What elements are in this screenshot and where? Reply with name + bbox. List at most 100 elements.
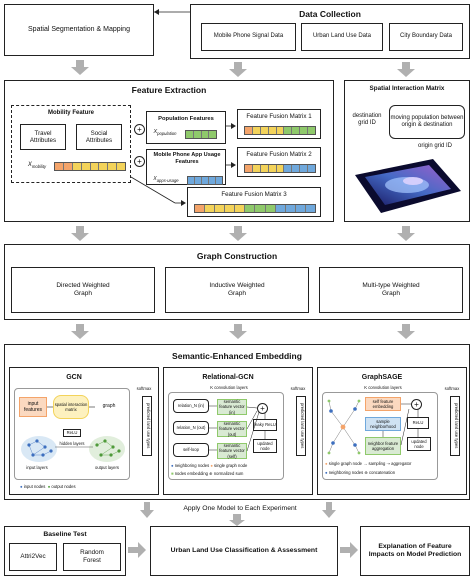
rgcn-legend-1: ● neighboring nodes ● single graph node (171, 463, 248, 468)
fusion-3-vector (194, 204, 316, 213)
inductive-graph-box: Inductive Weighted Graph (165, 267, 309, 313)
destination-label: destination grid ID (352, 113, 382, 127)
gcn-pred: predicted land use types (142, 396, 152, 456)
data-item-landuse: Urban Land Use Data (301, 23, 383, 51)
semantic-embedding-section: Semantic-Enhanced Embedding GCN input fe… (4, 344, 470, 500)
population-features-title: Population Features (158, 116, 214, 122)
baseline-attri2vec: Attri2Vec (9, 543, 57, 571)
gcn-title: GCN (66, 374, 82, 381)
graphsage-neighbor-agg: neighbor feature aggregation (365, 437, 401, 455)
population-features-box: Population Features Xpopulation (146, 111, 226, 144)
explanation-box: Explanation of Feature Impacts on Model … (360, 526, 470, 576)
classification-box: Urban Land Use Classification & Assessme… (150, 526, 338, 576)
gcn-inner: input features spatial interaction matri… (14, 388, 130, 480)
right-arrow (128, 542, 146, 558)
mobility-vector (54, 162, 126, 171)
fusion-2-vector (244, 164, 316, 173)
x-mobility-label: Xmobility (27, 162, 47, 170)
app-usage-title: Mobile Phone App Usage Features (153, 152, 221, 165)
graphsage-sample: sample neighborhood (365, 417, 401, 431)
down-arrow (71, 324, 89, 339)
graphsage-connectors (382, 403, 419, 446)
graphsage-concat-icon: + (411, 399, 422, 410)
down-arrow (229, 62, 247, 77)
gcn-spatial-matrix: spatial interaction matrix (53, 395, 89, 419)
down-arrow (71, 60, 89, 75)
graphsage-softmax: softmax (444, 386, 460, 391)
graphsage-k-layers: K convolution layers (364, 385, 402, 390)
graphsage-pred: predicted land use types (450, 396, 460, 456)
graphsage-legend-1: ● single graph node → sampling ⇢ aggrega… (325, 461, 412, 466)
gcn-input-features: input features (19, 397, 47, 417)
data-collection-title: Data Collection (299, 9, 361, 19)
gcn-graph-label: graph (102, 403, 116, 409)
connector-data-to-seg (154, 9, 190, 15)
down-arrow (397, 62, 415, 77)
rgcn-updated-node: updated node (253, 439, 277, 453)
down-arrow (397, 324, 415, 339)
gcn-legend-input: input nodes (23, 484, 46, 489)
feature-extraction-title: Feature Extraction (131, 85, 207, 95)
right-arrow (340, 542, 358, 558)
fusion-matrix-3-label: Feature Fusion Matrix 3 (221, 191, 287, 198)
gcn-output-layers: output layers (95, 465, 119, 470)
down-arrow (229, 226, 247, 241)
fusion-matrix-2-label: Feature Fusion Matrix 2 (246, 151, 312, 158)
graphsage-panel: GraphSAGE K convolution layers self feat… (317, 367, 467, 495)
graph-construction-section: Graph Construction Directed Weighted Gra… (4, 244, 470, 320)
moving-population-box: moving population between origin & desti… (389, 105, 465, 139)
gcn-panel: GCN input features spatial interaction m… (9, 367, 159, 495)
graphsage-legend-2: ● neighboring nodes ⊕ concatenation (325, 470, 396, 475)
fusion-connectors (130, 123, 236, 206)
multitype-graph-box: Multi-type Weighted Graph (319, 267, 463, 313)
data-collection-section: Data Collection Mobile Phone Signal Data… (190, 4, 470, 59)
graphsage-updated-node: updated node (407, 437, 431, 451)
graphsage-inner: self feature embedding sample neighborho… (322, 392, 438, 480)
fusion-matrix-2: Feature Fusion Matrix 2 (237, 147, 321, 177)
apps-vector (187, 176, 223, 185)
gcn-network-graphic (21, 406, 125, 462)
graphsage-title: GraphSAGE (361, 374, 403, 381)
semantic-embedding-title: Semantic-Enhanced Embedding (172, 351, 302, 361)
population-vector (185, 130, 217, 139)
rgcn-semantic-out: semantic feature vector (out) (217, 421, 247, 437)
spatial-segmentation-box: Spatial Segmentation & Mapping (4, 4, 154, 56)
rgcn-semantic-self: semantic feature vector (self) (217, 443, 247, 459)
origin-label: origin grid ID (417, 143, 452, 149)
mobility-feature-box: Mobility Feature Travel Attributes Socia… (11, 105, 131, 183)
directed-graph-box: Directed Weighted Graph (11, 267, 155, 313)
graphsage-relu: ReLU (407, 417, 429, 429)
fusion-matrix-3: Feature Fusion Matrix 3 (187, 187, 321, 217)
graphsage-graph-graphic (327, 399, 361, 455)
rgcn-panel: Relational-GCN K convolution layers rela… (163, 367, 313, 495)
rgcn-pred: predicted land use types (296, 396, 306, 456)
down-arrow (229, 324, 247, 339)
gcn-softmax: softmax (136, 386, 152, 391)
rgcn-k-layers: K convolution layers (210, 385, 248, 390)
plus-icon: + (134, 156, 145, 167)
gcn-input-layers: input layers (26, 465, 48, 470)
merge-arrows (140, 502, 336, 526)
social-attributes-box: Social Attributes (76, 124, 122, 150)
plus-icon: + (134, 124, 145, 135)
fusion-matrix-1-label: Feature Fusion Matrix 1 (246, 113, 312, 120)
data-item-mobile: Mobile Phone Signal Data (201, 23, 296, 51)
feature-extraction-section: Feature Extraction Mobility Feature Trav… (4, 80, 334, 222)
x-apps-label: Xapps-usage (153, 176, 179, 183)
interaction-heatmap (355, 159, 461, 213)
fusion-matrix-1: Feature Fusion Matrix 1 (237, 109, 321, 139)
rgcn-legend-2: ■ nodes embedding ⊕ normalized sum (171, 471, 244, 476)
spatial-interaction-title: Spatial Interaction Matrix (369, 85, 445, 92)
rgcn-softmax: softmax (290, 386, 306, 391)
rgcn-title: Relational-GCN (202, 374, 254, 381)
rgcn-connectors (209, 405, 266, 452)
travel-attributes-box: Travel Attributes (20, 124, 66, 150)
spatial-interaction-section: Spatial Interaction Matrix destination g… (344, 80, 470, 222)
baseline-random-forest: Random Forest (63, 543, 121, 571)
baseline-title: Baseline Test (43, 531, 87, 538)
gcn-hidden-layers: hidden layers (59, 441, 85, 446)
app-usage-box: Mobile Phone App Usage Features Xapps-us… (146, 149, 226, 185)
graphsage-self-feature: self feature embedding (365, 397, 401, 411)
x-population-label: Xpopulation (153, 129, 177, 137)
baseline-section: Baseline Test Attri2Vec Random Forest (4, 526, 126, 576)
